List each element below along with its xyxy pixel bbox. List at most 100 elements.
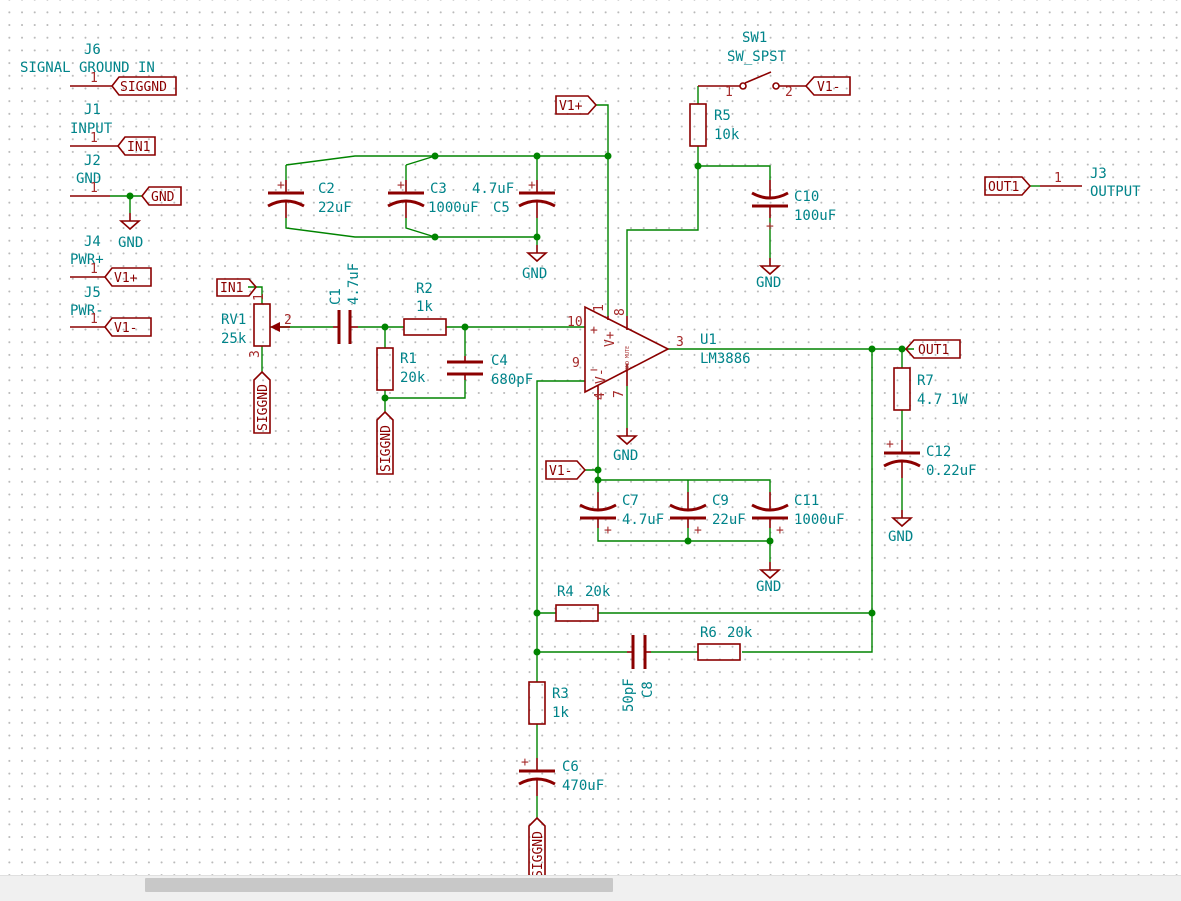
gnd-label-u1: GND (613, 448, 638, 464)
r2-ref: R2 (416, 281, 433, 297)
capacitor-c2[interactable]: + C2 22uF (267, 178, 352, 218)
c6-value: 470uF (562, 778, 604, 794)
schematic-diagram: J6 SIGNAL GROUND IN 1 SIGGND J1 INPUT 1 … (20, 30, 1141, 875)
resistor-r7[interactable]: R7 4.7 1W (893, 367, 968, 411)
c3-ref: C3 (430, 181, 447, 197)
svg-text:3: 3 (676, 335, 684, 350)
connector-j2[interactable]: J2 GND 1 GND GND (70, 153, 182, 251)
capacitor-c4[interactable]: C4 680pF (447, 353, 533, 388)
resistor-r4[interactable]: R4 20k (555, 584, 611, 622)
junctions (126, 152, 906, 656)
schematic-canvas[interactable]: J6 SIGNAL GROUND IN 1 SIGGND J1 INPUT 1 … (0, 0, 1181, 875)
net-label-siggnd-rv1[interactable]: SIGGND (253, 370, 271, 434)
r4-value: 20k (585, 584, 611, 600)
resistor-r3[interactable]: R3 1k (528, 681, 569, 725)
c5-ref: C5 (493, 200, 510, 216)
j4-name: PWR+ (70, 252, 104, 268)
gnd-label-c12: GND (888, 529, 913, 545)
svg-text:1: 1 (252, 293, 267, 301)
capacitor-c9[interactable]: + C9 22uF (669, 492, 746, 538)
capacitor-c11[interactable]: + C11 1000uF GND (751, 492, 845, 595)
switch-sw1[interactable]: SW1 SW_SPST 1 2 V1- (698, 30, 851, 100)
capacitor-c10[interactable]: + C10 100uF GND (751, 180, 836, 291)
sw1-ref: SW1 (742, 30, 767, 46)
svg-text:+: + (604, 523, 612, 538)
rv1-value: 25k (221, 331, 247, 347)
j3-name: OUTPUT (1090, 184, 1141, 200)
rv1-ref: RV1 (221, 312, 246, 328)
connector-j5[interactable]: J5 PWR- 1 V1- (70, 285, 152, 337)
c10-value: 100uF (794, 208, 836, 224)
j1-pin: 1 (90, 131, 98, 146)
c7-value: 4.7uF (622, 512, 664, 528)
r7-value: 4.7 1W (917, 392, 968, 408)
wires (110, 86, 1040, 818)
capacitor-c8[interactable]: 50pF C8 (621, 635, 656, 712)
r4-ref: R4 (557, 584, 574, 600)
svg-text:4: 4 (593, 392, 608, 400)
svg-text:+: + (528, 178, 536, 193)
c8-ref: C8 (640, 681, 656, 698)
j3-net-label: OUT1 (988, 180, 1019, 195)
net-label-v1plus[interactable]: V1+ (555, 95, 598, 115)
connector-j4[interactable]: J4 PWR+ 1 V1+ (70, 234, 152, 287)
connector-j1[interactable]: J1 INPUT 1 IN1 (70, 102, 156, 156)
c11-value: 1000uF (794, 512, 845, 528)
c8-value: 50pF (621, 678, 637, 712)
j4-net-label: V1+ (114, 271, 138, 286)
amplifier-u1[interactable]: + − V+ V- GND MUTE 1 8 10 9 3 4 7 U1 LM3… (567, 304, 751, 464)
horizontal-scrollbar[interactable] (0, 875, 1181, 901)
c4-ref: C4 (491, 353, 508, 369)
u1-in-plus: + (590, 323, 598, 338)
c1-value: 4.7uF (346, 263, 362, 305)
j2-gnd-label: GND (118, 235, 143, 251)
u1-ref: U1 (700, 332, 717, 348)
c5-value: 4.7uF (472, 181, 514, 197)
capacitor-c12[interactable]: + C12 0.22uF GND (883, 437, 977, 545)
capacitor-c5[interactable]: + 4.7uF C5 GND (472, 178, 556, 282)
c9-value: 22uF (712, 512, 746, 528)
svg-text:+: + (397, 178, 405, 193)
capacitor-c6[interactable]: + C6 470uF (518, 755, 604, 796)
c12-value: 0.22uF (926, 463, 977, 479)
gnd-label-c10: GND (756, 275, 781, 291)
r3-value: 1k (552, 705, 569, 721)
j6-pin: 1 (90, 71, 98, 86)
connector-j6[interactable]: J6 SIGNAL GROUND IN 1 SIGGND (20, 42, 177, 96)
j6-name: SIGNAL GROUND IN (20, 60, 155, 76)
r5-value: 10k (714, 127, 740, 143)
net-label-v1minus[interactable]: V1- (545, 460, 587, 480)
net-label-siggnd-r1[interactable]: SIGGND (376, 410, 394, 475)
potentiometer-rv1[interactable]: RV1 25k 1 2 3 (221, 293, 292, 358)
net-label-in1[interactable]: IN1 (216, 278, 258, 297)
c2-ref: C2 (318, 181, 335, 197)
svg-text:+: + (694, 523, 702, 538)
j2-net-label: GND (151, 190, 175, 205)
svg-text:V1-: V1- (549, 464, 572, 479)
resistor-r5[interactable]: R5 10k (689, 103, 740, 147)
capacitor-c1[interactable]: C1 4.7uF (328, 263, 362, 344)
j2-pin: 1 (90, 181, 98, 196)
capacitor-c7[interactable]: + C7 4.7uF (579, 492, 664, 538)
svg-text:IN1: IN1 (220, 281, 243, 296)
svg-text:3: 3 (248, 350, 263, 358)
resistor-r1[interactable]: R1 20k (376, 347, 426, 391)
j4-pin: 1 (90, 262, 98, 277)
net-label-out1[interactable]: OUT1 (904, 339, 961, 359)
r1-ref: R1 (400, 351, 417, 367)
r1-value: 20k (400, 370, 426, 386)
connector-j3[interactable]: OUT1 1 J3 OUTPUT (984, 166, 1141, 200)
svg-text:8: 8 (613, 308, 628, 316)
c4-value: 680pF (491, 372, 533, 388)
net-label-siggnd-c6[interactable]: SIGGND (528, 816, 546, 875)
r2-value: 1k (416, 299, 433, 315)
svg-text:7: 7 (612, 390, 627, 398)
resistor-r2[interactable]: R2 1k (403, 281, 447, 336)
u1-in-minus: − (590, 363, 598, 378)
resistor-r6[interactable]: R6 20k (697, 625, 753, 661)
c12-ref: C12 (926, 444, 951, 460)
scrollbar-thumb[interactable] (145, 878, 613, 892)
r3-ref: R3 (552, 686, 569, 702)
capacitor-c3[interactable]: + C3 1000uF (387, 178, 479, 218)
gnd-label-c5: GND (522, 266, 547, 282)
